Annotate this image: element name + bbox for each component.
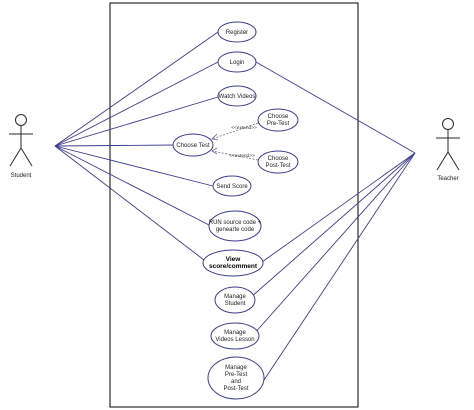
extend-line-post bbox=[211, 150, 259, 161]
run-source-code-line1: RUN source code + bbox=[209, 220, 262, 226]
choose-post-test-line1: Choose bbox=[268, 156, 289, 162]
watch-videos-label: Watch Videos bbox=[219, 94, 256, 100]
extend-label-post: <<extend>> bbox=[229, 153, 255, 159]
view-score-line1: View bbox=[226, 256, 242, 263]
teacher-actor bbox=[436, 118, 460, 171]
use-case-run-source-code: RUN source code + genearte code bbox=[208, 210, 262, 242]
assoc-teacher-view-score bbox=[261, 152, 416, 263]
assoc-student-watch-videos bbox=[54, 96, 219, 147]
choose-post-test-line2: Post-Test bbox=[265, 163, 290, 169]
use-case-watch-videos: Watch Videos bbox=[217, 85, 257, 107]
manage-student-line1: Manage bbox=[224, 294, 246, 300]
choose-test-label: Choose Test bbox=[176, 143, 210, 149]
student-actor bbox=[9, 114, 33, 167]
login-label: Login bbox=[230, 60, 245, 66]
extend-arrowhead-pre bbox=[211, 133, 219, 141]
manage-tests-line4: Post-Test bbox=[223, 386, 248, 392]
register-label: Register bbox=[226, 30, 248, 36]
student-label: Student bbox=[11, 173, 32, 179]
student-head bbox=[15, 114, 27, 126]
system-boundary bbox=[109, 2, 359, 408]
student-leg-left bbox=[9, 147, 22, 167]
use-case-manage-student: Manage Student bbox=[214, 286, 256, 314]
use-case-login: Login bbox=[217, 51, 257, 73]
manage-videos-line2: Videos Lesson bbox=[215, 337, 254, 343]
student-leg-right bbox=[20, 147, 33, 167]
teacher-associations bbox=[249, 61, 416, 381]
use-case-choose-pre-test: Choose Pre-Test bbox=[257, 108, 299, 132]
manage-videos-line1: Manage bbox=[224, 330, 246, 336]
assoc-student-view-score bbox=[54, 145, 205, 261]
teacher-leg-left bbox=[436, 151, 449, 171]
send-score-label: Send Score bbox=[216, 184, 248, 190]
student-associations bbox=[54, 31, 219, 261]
manage-tests-line2: Pre-Test bbox=[225, 372, 248, 378]
use-case-send-score: Send Score bbox=[212, 175, 252, 197]
view-score-line2: score/comment bbox=[209, 263, 258, 270]
run-source-code-line2: genearte code bbox=[216, 227, 255, 233]
teacher-leg-right bbox=[447, 151, 460, 171]
use-case-manage-videos-lesson: Manage Videos Lesson bbox=[210, 322, 260, 350]
choose-pre-test-line2: Pre-Test bbox=[267, 121, 290, 127]
assoc-student-run-code bbox=[54, 145, 210, 226]
use-case-choose-test: Choose Test bbox=[172, 133, 214, 157]
assoc-teacher-manage-student bbox=[249, 152, 416, 299]
teacher-head bbox=[442, 118, 454, 130]
assoc-student-choose-test bbox=[54, 144, 175, 147]
manage-tests-line3: and bbox=[231, 379, 241, 385]
use-case-register: Register bbox=[217, 21, 257, 43]
assoc-teacher-manage-videos bbox=[252, 152, 416, 336]
extend-label-pre: <<extend>> bbox=[231, 125, 257, 131]
use-case-view-score-comment: View score/comment bbox=[202, 249, 264, 277]
extend-line-pre bbox=[211, 122, 259, 140]
use-case-choose-post-test: Choose Post-Test bbox=[257, 150, 299, 174]
assoc-teacher-login bbox=[255, 61, 416, 154]
extend-arrowheads bbox=[211, 133, 219, 155]
teacher-label: Teacher bbox=[437, 176, 458, 182]
assoc-student-login bbox=[54, 61, 219, 147]
choose-pre-test-line1: Choose bbox=[268, 114, 289, 120]
manage-student-line2: Student bbox=[225, 301, 246, 307]
assoc-student-send-score bbox=[54, 145, 214, 187]
assoc-student-register bbox=[54, 31, 219, 147]
assoc-teacher-manage-tests bbox=[263, 152, 416, 381]
extend-arrowhead-post bbox=[211, 147, 218, 155]
use-case-manage-tests: Manage Pre-Test and Post-Test bbox=[207, 356, 265, 400]
manage-tests-line1: Manage bbox=[225, 365, 247, 371]
extend-relations bbox=[211, 122, 259, 161]
